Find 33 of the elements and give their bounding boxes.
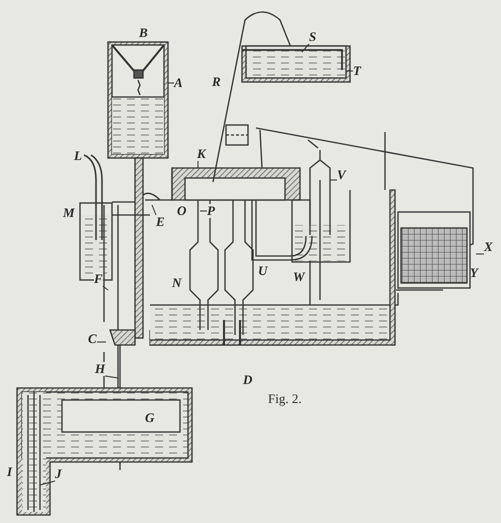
callout-letter: F xyxy=(94,272,103,286)
callout-letter: I xyxy=(7,465,12,479)
callout-letter: P xyxy=(207,204,215,218)
callout-letter: G xyxy=(145,411,154,425)
callout-letter: L xyxy=(74,149,82,163)
callout-letter: A xyxy=(174,76,183,90)
callout-letter: D xyxy=(243,373,252,387)
callout-letter: R xyxy=(212,75,221,89)
callout-letter: K xyxy=(197,147,206,161)
callout-letter: B xyxy=(139,26,148,40)
callout-letter: M xyxy=(63,206,75,220)
leader-line xyxy=(302,44,310,52)
callout-letter: E xyxy=(156,215,165,229)
callout-letter: J xyxy=(55,467,62,481)
callout-letter: V xyxy=(337,168,346,182)
leader-line xyxy=(200,210,208,212)
callout-letter: U xyxy=(258,264,268,278)
callout-letter: X xyxy=(484,240,493,254)
leader-line xyxy=(104,376,118,378)
leader-line xyxy=(40,480,56,486)
leader-line xyxy=(168,82,174,84)
callout-letter: S xyxy=(309,30,316,44)
figure-caption: Fig. 2. xyxy=(268,391,302,407)
leader-line xyxy=(346,70,354,72)
leader-line xyxy=(102,286,108,290)
callout-letter: N xyxy=(172,276,182,290)
callout-letter: W xyxy=(293,270,305,284)
callout-letter: T xyxy=(353,64,361,78)
callout-letter: Y xyxy=(470,266,478,280)
callout-letter: H xyxy=(95,362,106,376)
callout-letter: O xyxy=(177,204,186,218)
leader-line xyxy=(152,204,156,216)
callout-letter: C xyxy=(88,332,97,346)
